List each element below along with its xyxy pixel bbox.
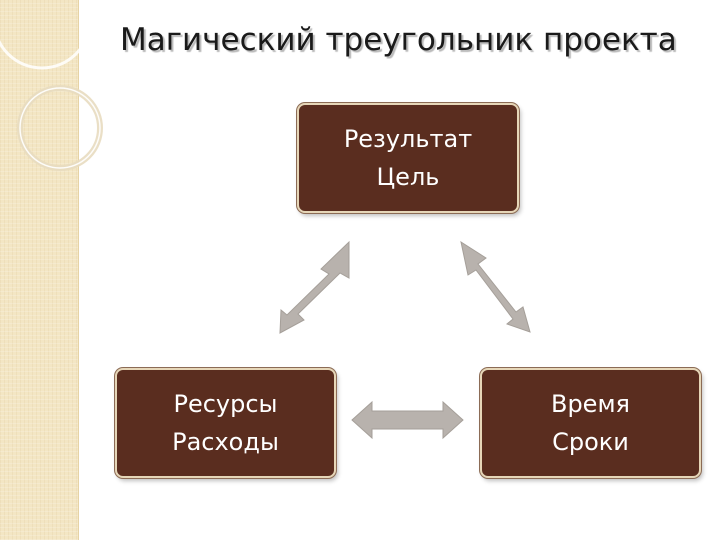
node-time-deadlines: Время Сроки — [480, 368, 701, 478]
node-costs-label: Расходы — [172, 428, 279, 456]
arrow-top-left — [279, 240, 350, 334]
arrow-horizontal — [351, 400, 464, 440]
node-resources-label: Ресурсы — [173, 389, 278, 418]
arrow-top-right — [460, 240, 531, 333]
node-time-label: Время — [550, 389, 630, 418]
node-resources-costs: Ресурсы Расходы — [115, 368, 336, 478]
node-result-label: Результат — [343, 124, 473, 153]
node-goal-label: Цель — [376, 163, 440, 191]
slide-title: Магический треугольник проекта — [120, 22, 677, 58]
node-deadlines-label: Сроки — [552, 428, 629, 456]
node-result-goal: Результат Цель — [297, 103, 519, 213]
